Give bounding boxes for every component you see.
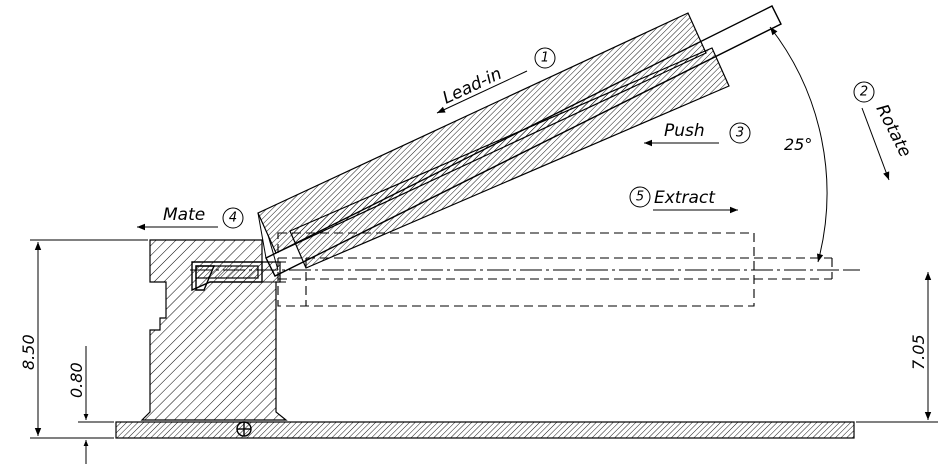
step-mate-label: Mate: [163, 205, 205, 225]
angle-dimension-label: 25°: [784, 135, 812, 154]
dimension-gap-label: 0.80: [67, 362, 86, 398]
dimension-height-pin: 7.05: [856, 272, 938, 423]
receptacle-housing: [140, 239, 288, 421]
step-push-number: 3: [736, 126, 744, 141]
angle-dimension: 25°: [769, 26, 860, 271]
final-position-outline: [190, 232, 846, 307]
step-extract: 5 Extract: [629, 186, 738, 214]
dimension-gap: 0.80: [67, 346, 114, 464]
step-extract-number: 5: [636, 190, 644, 205]
step-lead-in-number: 1: [541, 51, 549, 66]
base-plate: [115, 421, 855, 439]
step-rotate-number: 2: [860, 85, 868, 100]
dimension-height-total: 8.50: [19, 239, 148, 439]
dimension-height-total-label: 8.50: [19, 334, 38, 370]
step-push: Push 3: [644, 121, 751, 147]
step-push-label: Push: [664, 121, 705, 141]
step-mate-number: 4: [229, 211, 237, 226]
step-mate: Mate 4: [137, 205, 244, 231]
step-extract-label: Extract: [654, 188, 716, 208]
inclined-cable-assembly: [257, 5, 782, 277]
dimension-height-pin-label: 7.05: [909, 334, 928, 370]
step-rotate: 2 Rotate: [853, 81, 915, 181]
